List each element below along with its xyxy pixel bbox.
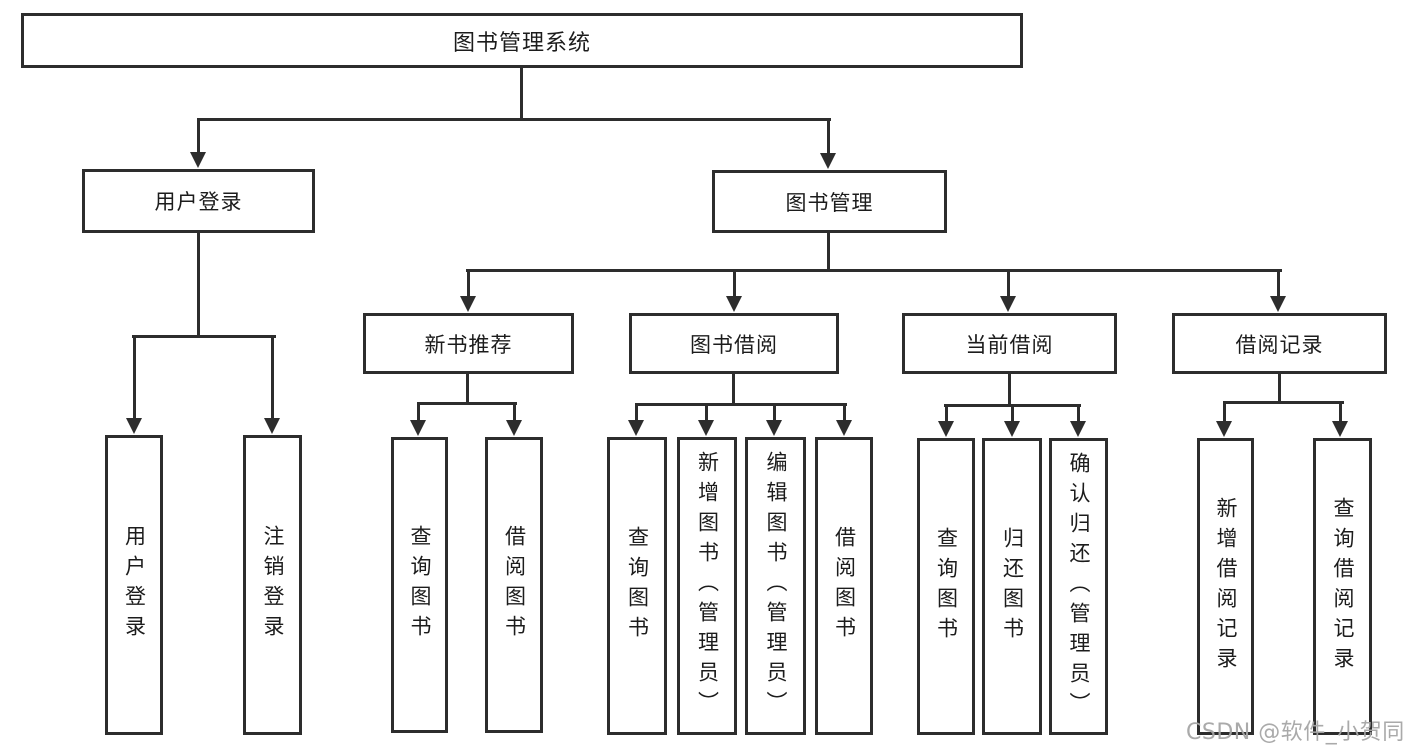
connector-arrow	[1270, 271, 1287, 312]
connector-arrow	[1216, 403, 1233, 437]
leaf-query-books-1: 查询图书	[391, 437, 448, 733]
leaf-return-books: 归还图书	[982, 438, 1042, 735]
leaf-query-books-3: 查询图书	[917, 438, 975, 735]
node-book-management: 图书管理	[712, 170, 947, 233]
node-borrowing-records: 借阅记录	[1172, 313, 1387, 374]
connector-borrowrecord-rail	[1223, 401, 1344, 404]
leaf-borrow-books-2: 借阅图书	[815, 437, 873, 735]
connector-bookborrow-rail	[635, 403, 847, 406]
leaf-label: 新增图书（管理员）	[695, 451, 720, 721]
connector-userlogin-stem	[197, 231, 200, 338]
connector-currentborrow-stem	[1008, 372, 1011, 407]
connector-bookborrow-stem	[732, 372, 735, 406]
leaf-borrow-books-1: 借阅图书	[485, 437, 543, 733]
leaf-query-borrow-record: 查询借阅记录	[1313, 438, 1372, 735]
node-new-book-recommendation: 新书推荐	[363, 313, 574, 374]
connector-arrow	[1004, 406, 1021, 437]
connector-userlogin-rail	[132, 335, 276, 338]
connector-arrow	[836, 405, 853, 436]
connector-arrow	[938, 406, 955, 437]
connector-root-rail	[197, 118, 831, 121]
connector-newbook-stem	[466, 372, 469, 405]
connector-arrow	[698, 405, 715, 436]
leaf-label: 确认归还（管理员）	[1067, 451, 1091, 722]
csdn-watermark: CSDN @软件_小贺同学	[1186, 720, 1405, 745]
leaf-query-books-2: 查询图书	[607, 437, 667, 735]
leaf-label: 查询图书	[408, 525, 432, 645]
connector-bookmgmt-rail	[466, 269, 1282, 272]
leaf-label: 注销登录	[261, 525, 285, 645]
leaf-label: 新增借阅记录	[1214, 496, 1238, 677]
connector-arrow	[506, 404, 523, 436]
leaf-label: 借阅图书	[832, 526, 857, 646]
connector-arrow	[820, 120, 837, 169]
node-book-management-system: 图书管理系统	[21, 13, 1023, 68]
leaf-edit-books-admin: 编辑图书（管理员）	[745, 437, 806, 735]
leaf-add-books-admin: 新增图书（管理员）	[677, 437, 737, 735]
node-book-borrowing: 图书借阅	[629, 313, 839, 374]
connector-arrow	[1000, 271, 1017, 312]
connector-arrow	[1070, 406, 1087, 437]
connector-arrow	[264, 336, 281, 434]
connector-currentborrow-rail	[944, 404, 1081, 407]
leaf-user-login: 用户登录	[105, 435, 163, 735]
leaf-label: 编辑图书（管理员）	[764, 451, 788, 721]
connector-bookmgmt-stem	[827, 231, 830, 272]
leaf-confirm-return-admin: 确认归还（管理员）	[1049, 438, 1108, 735]
connector-arrow	[190, 120, 207, 168]
connector-arrow	[726, 271, 743, 312]
connector-arrow	[126, 336, 143, 434]
node-user-login: 用户登录	[82, 169, 315, 233]
leaf-label: 归还图书	[1000, 526, 1025, 647]
leaf-label: 查询借阅记录	[1331, 496, 1355, 677]
leaf-label: 查询图书	[934, 526, 959, 647]
connector-arrow	[628, 405, 645, 436]
leaf-logout: 注销登录	[243, 435, 302, 735]
connector-arrow	[766, 405, 783, 436]
connector-arrow	[460, 271, 477, 312]
connector-arrow	[1332, 403, 1349, 437]
connector-borrowrecord-stem	[1278, 372, 1281, 404]
leaf-label: 用户登录	[122, 525, 147, 645]
node-current-borrowing: 当前借阅	[902, 313, 1117, 374]
leaf-add-borrow-record: 新增借阅记录	[1197, 438, 1254, 735]
connector-arrow	[410, 404, 427, 436]
leaf-label: 查询图书	[625, 526, 650, 646]
connector-newbook-rail	[417, 402, 517, 405]
leaf-label: 借阅图书	[502, 525, 527, 645]
connector-root-stem	[520, 66, 523, 121]
